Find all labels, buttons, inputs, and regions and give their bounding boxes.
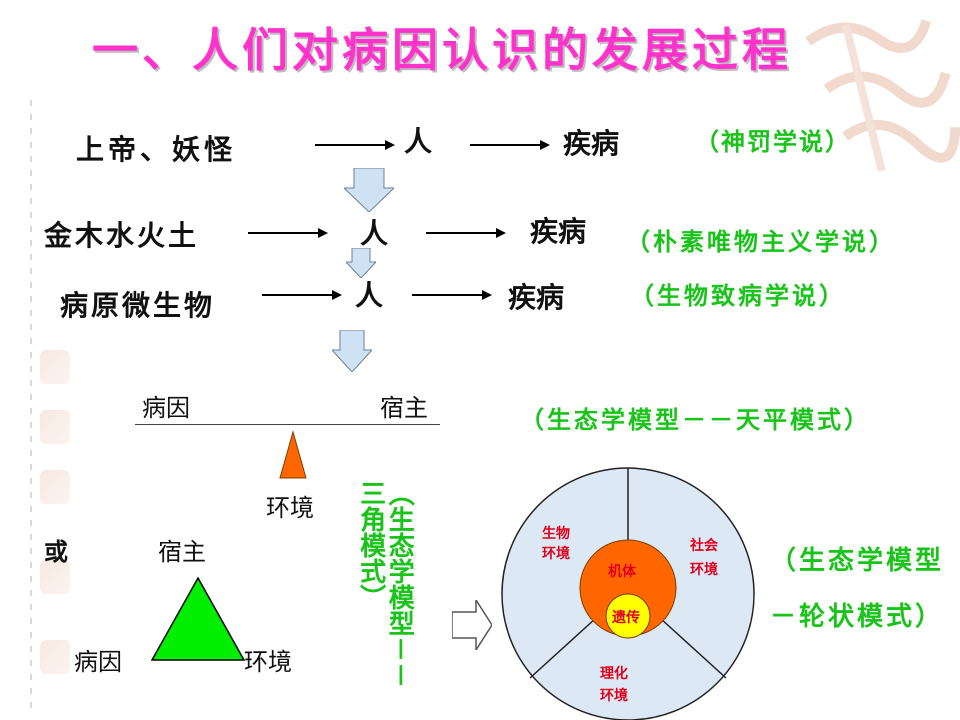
logo-seal-icon xyxy=(783,0,960,219)
logo-seal-icon xyxy=(40,560,70,594)
balance-beam xyxy=(135,424,440,425)
right-arrow-icon xyxy=(426,228,506,238)
triangle-shape xyxy=(150,576,246,661)
balance-environment-label: 环境 xyxy=(266,494,314,522)
balance-cause-label: 病因 xyxy=(142,394,190,422)
right-arrow-icon xyxy=(248,228,328,238)
block-right-arrow-icon xyxy=(452,600,492,650)
row2-cause: 金木水火土 xyxy=(44,219,200,252)
margin-dashed-line xyxy=(30,100,32,710)
right-arrow-icon xyxy=(412,290,492,300)
logo-seal-icon xyxy=(40,470,70,504)
logo-seal-icon xyxy=(40,410,70,444)
or-label: 或 xyxy=(44,538,68,566)
right-arrow-icon xyxy=(262,290,342,300)
row3-disease: 疾病 xyxy=(508,281,565,314)
row3-cause: 病原微生物 xyxy=(60,289,216,322)
triangle-cause-label: 病因 xyxy=(74,648,122,676)
row3-theory: （生物致病学说） xyxy=(630,282,846,310)
wheel-theory-line2: －轮状模式） xyxy=(770,602,945,632)
page-title: 一、人们对病因认识的发展过程 xyxy=(92,23,792,77)
block-down-arrow-icon xyxy=(346,248,376,278)
triangle-host-label: 宿主 xyxy=(158,538,206,566)
wheel-theory-line1: （生态学模型 xyxy=(770,546,945,576)
logo-seal-icon xyxy=(40,350,70,384)
logo-seal-icon xyxy=(40,640,70,674)
row2-person: 人 xyxy=(360,217,389,250)
wheel-phys-env: 理化环境 xyxy=(600,665,628,704)
wheel-social-env: 社会环境 xyxy=(689,537,719,578)
triangle-environment-label: 环境 xyxy=(244,648,292,676)
row1-disease: 疾病 xyxy=(563,127,620,160)
block-down-arrow-icon xyxy=(344,168,394,212)
right-arrow-icon xyxy=(470,140,550,150)
wheel-diagram: 生物环境 社会环境 理化环境 机体 遗传 xyxy=(501,467,755,720)
wheel-bio-env: 生物环境 xyxy=(542,525,570,562)
row3-person: 人 xyxy=(355,279,384,312)
balance-fulcrum xyxy=(279,430,307,479)
wheel-body: 机体 xyxy=(608,563,637,580)
block-down-arrow-icon xyxy=(332,330,372,372)
balance-host-label: 宿主 xyxy=(380,394,428,422)
row1-cause: 上帝、妖怪 xyxy=(76,133,237,166)
balance-theory: （生态学模型－－天平模式） xyxy=(520,406,871,434)
row1-theory: （神罚学说） xyxy=(695,128,851,156)
right-arrow-icon xyxy=(315,140,395,150)
row1-person: 人 xyxy=(404,125,433,158)
triangle-theory: （生态学模型－－三角模式） xyxy=(355,480,415,689)
wheel-gene: 遗传 xyxy=(611,609,640,626)
row2-theory: （朴素唯物主义学说） xyxy=(626,228,896,256)
row2-disease: 疾病 xyxy=(530,215,587,248)
